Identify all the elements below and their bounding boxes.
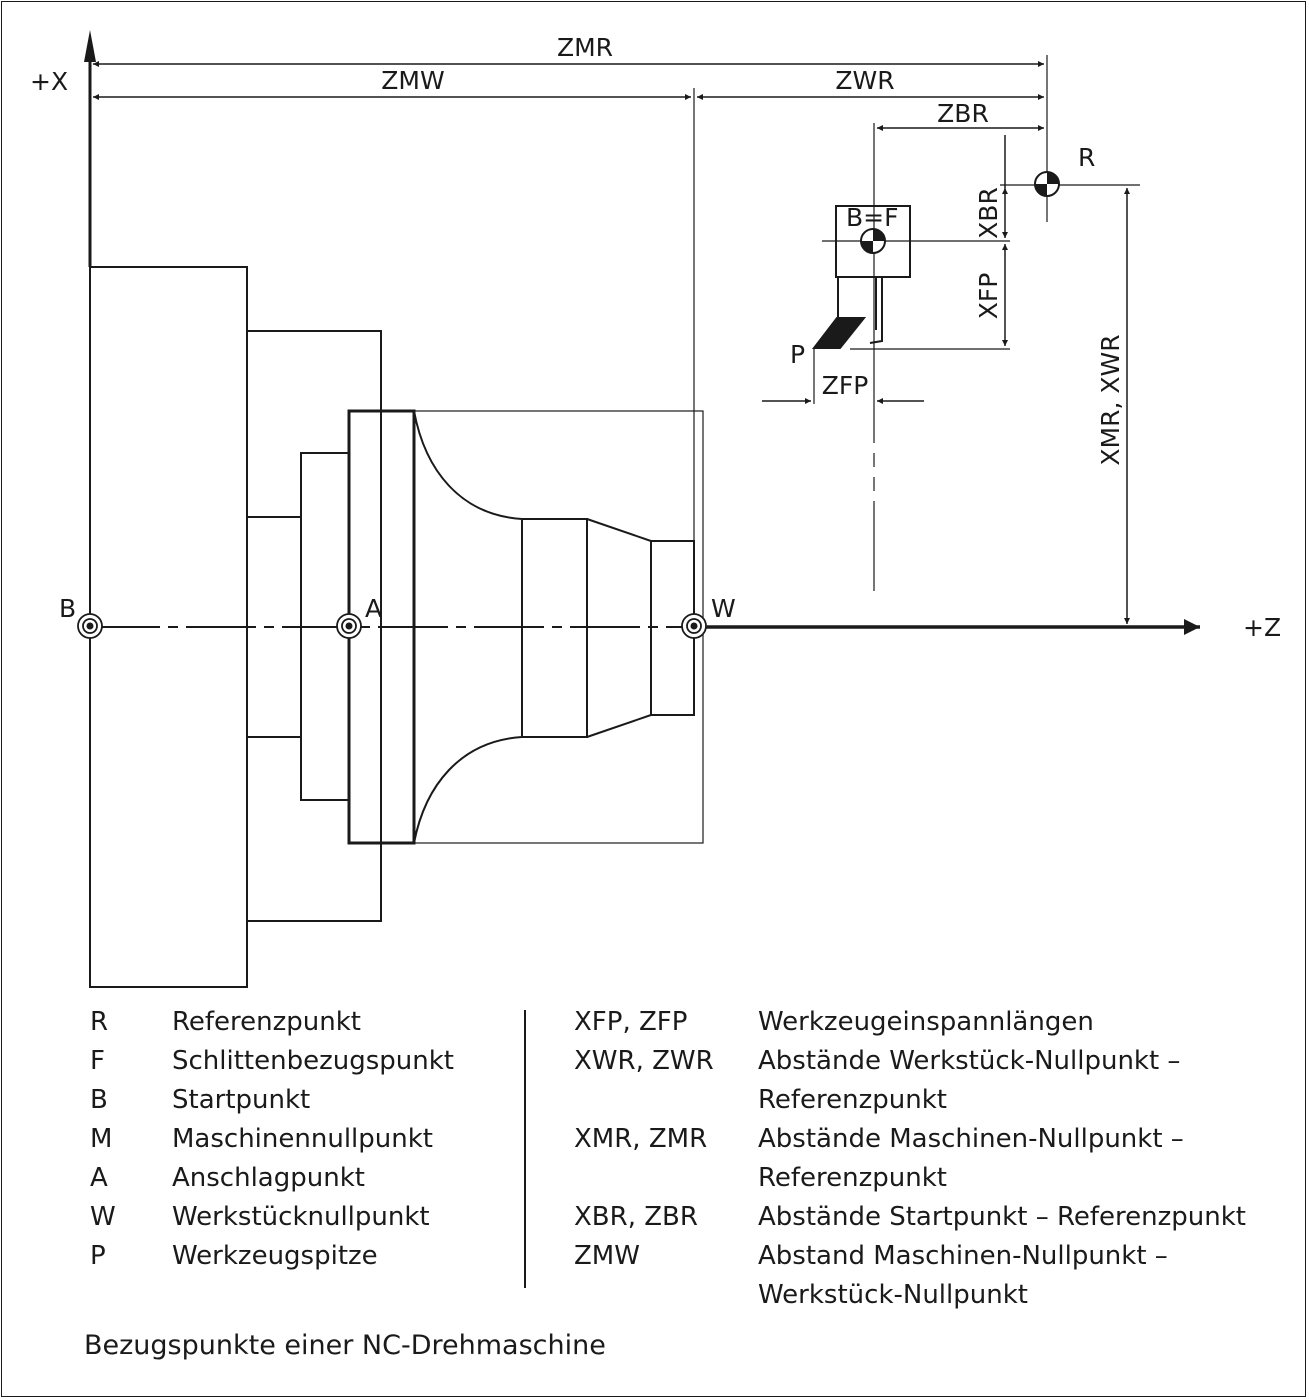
x-axis-arrow	[84, 30, 96, 62]
legend-row: M Maschinennullpunkt	[90, 1120, 510, 1159]
legend-key: ZMW	[574, 1241, 640, 1271]
legend-value: Werkzeugspitze	[172, 1241, 378, 1271]
legend-row: ZMW Abstand Maschinen-Nullpunkt –	[574, 1237, 1294, 1276]
dim-zmr-label: ZMR	[557, 33, 613, 62]
legend-value: Referenzpunkt	[758, 1163, 947, 1193]
legend-left: R Referenzpunkt F Schlittenbezugspunkt B St…	[90, 1003, 510, 1276]
legend-row: XMR, ZMR Abstände Maschinen-Nullpunkt –	[574, 1120, 1294, 1159]
legend-row: XWR, ZWR Abstände Werkstück-Nullpunkt –	[574, 1042, 1294, 1081]
legend-key: XBR, ZBR	[574, 1202, 698, 1232]
legend-key: P	[90, 1241, 106, 1271]
legend-value: Referenzpunkt	[172, 1007, 361, 1037]
legend-row: F Schlittenbezugspunkt	[90, 1042, 510, 1081]
legend-row: W Werkstücknullpunkt	[90, 1198, 510, 1237]
lathe-body	[84, 30, 704, 988]
legend-key: XFP, ZFP	[574, 1007, 688, 1037]
legend-row: R Referenzpunkt	[90, 1003, 510, 1042]
legend-value: Referenzpunkt	[758, 1085, 947, 1115]
legend-row: Referenzpunkt	[574, 1081, 1294, 1120]
legend-key: XMR, ZMR	[574, 1124, 708, 1154]
legend-row: XFP, ZFP Werkzeugeinspannlängen	[574, 1003, 1294, 1042]
dimension-lines	[93, 61, 1130, 624]
axis-z-label: +Z	[1243, 613, 1281, 642]
legend-row: Werkstück-Nullpunkt	[574, 1276, 1294, 1315]
legend-key: A	[90, 1163, 108, 1193]
lathe-reference-diagram: +X +Z ZMR ZMW ZWR ZBR XBR XFP XMR, XWR Z…	[30, 30, 1281, 988]
point-bf-label: B=F	[846, 203, 898, 232]
reference-point-r	[1034, 171, 1060, 197]
workpiece-zero-w	[681, 613, 707, 639]
legend-key: XWR, ZWR	[574, 1046, 714, 1076]
stop-point-a	[336, 613, 362, 639]
legend-value: Abstand Maschinen-Nullpunkt –	[758, 1241, 1168, 1271]
tool-holder	[811, 205, 911, 349]
point-a-label: A	[365, 594, 382, 623]
dim-zwr-label: ZWR	[835, 66, 894, 95]
legend-value: Abstände Maschinen-Nullpunkt –	[758, 1124, 1184, 1154]
dim-xbr-label: XBR	[974, 187, 1003, 239]
dim-zfp-label: ZFP	[822, 371, 869, 400]
legend-row: XBR, ZBR Abstände Startpunkt – Referenzpu…	[574, 1198, 1294, 1237]
axis-x-label: +X	[30, 67, 68, 96]
point-p-label: P	[790, 340, 805, 369]
legend-row: A Anschlagpunkt	[90, 1159, 510, 1198]
point-r-label: R	[1078, 143, 1095, 172]
legend-row: B Startpunkt	[90, 1081, 510, 1120]
point-w-label: W	[711, 594, 736, 623]
legend-row: P Werkzeugspitze	[90, 1237, 510, 1276]
legend-key: B	[90, 1085, 108, 1115]
dim-xfp-label: XFP	[974, 273, 1003, 320]
dim-xmr-xwr-label: XMR, XWR	[1096, 334, 1125, 465]
legend-key: W	[90, 1202, 116, 1232]
reference-lines	[693, 55, 1140, 627]
legend-value: Maschinennullpunkt	[172, 1124, 433, 1154]
legend-key: M	[90, 1124, 113, 1154]
legend-row: Referenzpunkt	[574, 1159, 1294, 1198]
zero-point-b	[77, 613, 103, 639]
legend-value: Abstände Startpunkt – Referenzpunkt	[758, 1202, 1246, 1232]
legend-value: Anschlagpunkt	[172, 1163, 365, 1193]
legend-value: Startpunkt	[172, 1085, 311, 1115]
legend-key: F	[90, 1046, 105, 1076]
slide-reference-point-f	[860, 228, 886, 254]
legend-value: Werkstück-Nullpunkt	[758, 1280, 1028, 1310]
legend-key: R	[90, 1007, 109, 1037]
legend-value: Schlittenbezugspunkt	[172, 1046, 454, 1076]
legend-divider	[524, 1010, 526, 1288]
dim-zmw-label: ZMW	[381, 66, 444, 95]
legend-value: Werkzeugeinspannlängen	[758, 1007, 1094, 1037]
legend-value: Werkstücknullpunkt	[172, 1202, 430, 1232]
point-b-label: B	[59, 594, 76, 623]
legend-value: Abstände Werkstück-Nullpunkt –	[758, 1046, 1181, 1076]
figure-caption: Bezugspunkte einer NC-Drehmaschine	[84, 1330, 606, 1361]
legend-right: XFP, ZFP Werkzeugeinspannlängen XWR, ZWR A…	[574, 1003, 1294, 1315]
dim-zbr-label: ZBR	[937, 99, 989, 128]
tool-insert	[811, 317, 867, 349]
